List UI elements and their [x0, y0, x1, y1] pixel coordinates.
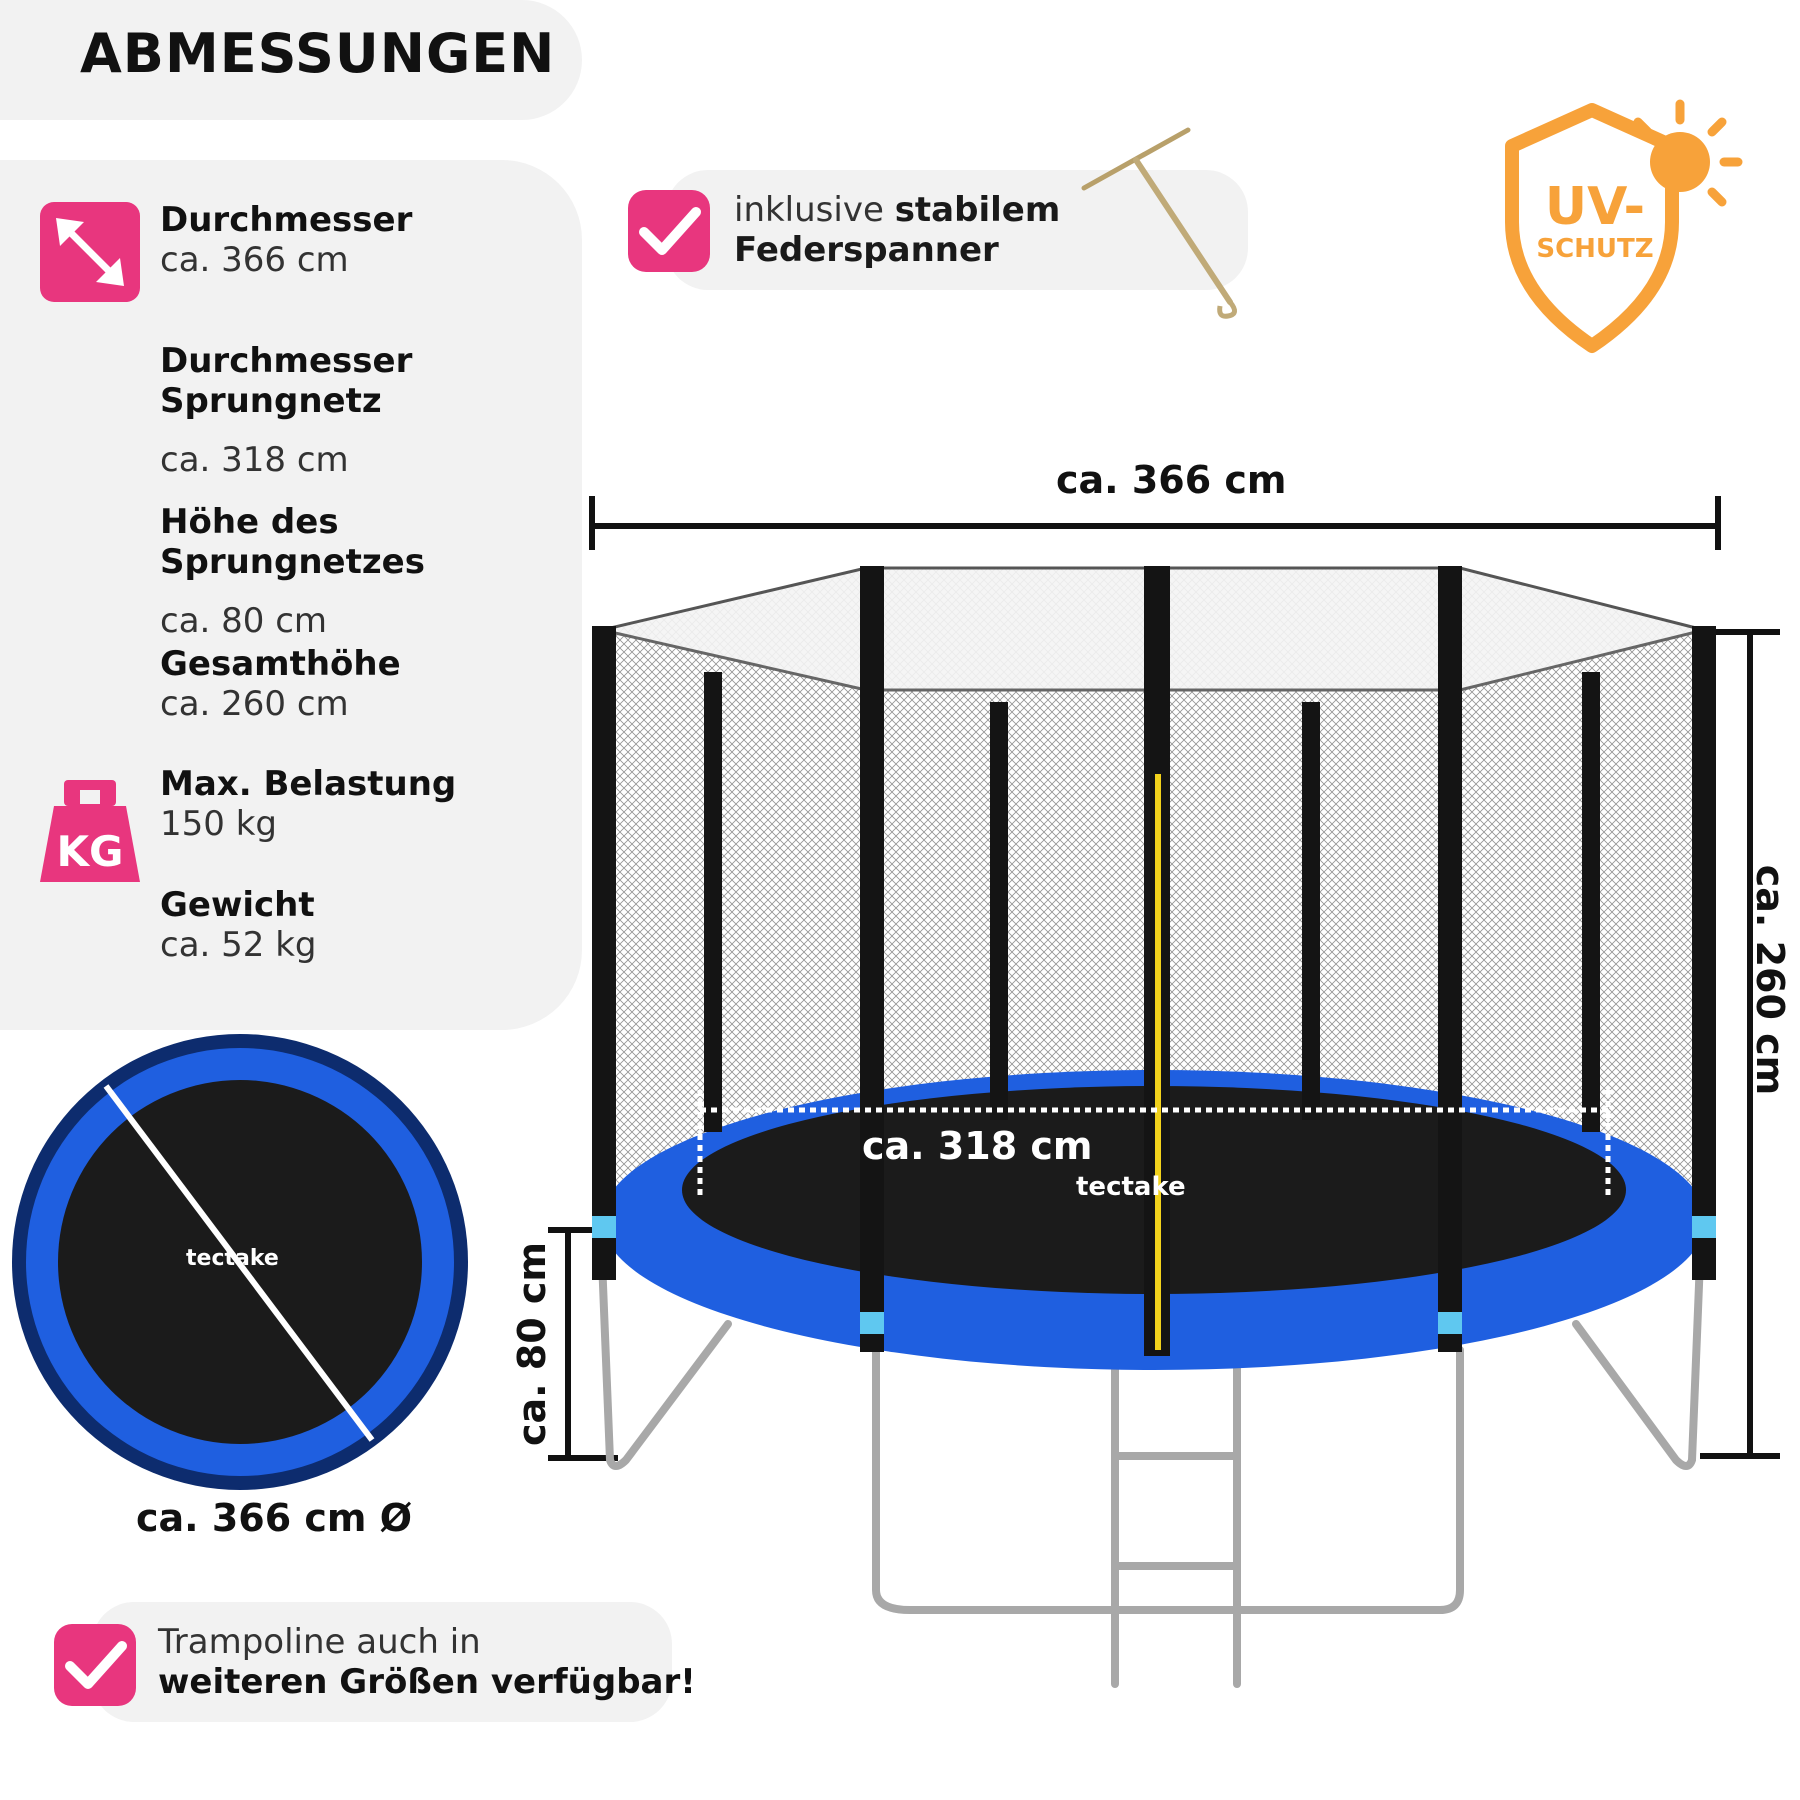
spec-item-weight: Gewicht ca. 52 kg: [160, 885, 317, 965]
diameter-arrow-icon: [40, 202, 140, 302]
spec-value: ca. 80 cm: [160, 601, 328, 641]
page-title: ABMESSUNGEN: [80, 22, 556, 85]
spec-value: ca. 318 cm: [160, 440, 349, 480]
spec-panel: [0, 160, 582, 1030]
checkmark-icon: [628, 190, 710, 272]
uv-badge-line1: UV-: [1544, 177, 1646, 237]
sizes-note-line1: Trampoline auch in: [158, 1622, 481, 1662]
spec-label: Gewicht: [160, 885, 315, 925]
checkmark-icon: [54, 1624, 136, 1706]
spec-item-max-load: Max. Belastung 150 kg: [160, 764, 456, 844]
spec-label: Max. Belastung: [160, 764, 457, 804]
uv-protection-shield-icon: [1505, 99, 1743, 353]
spec-label: Durchmesser: [160, 200, 413, 240]
mat-diameter-label: ca. 318 cm: [862, 1124, 1093, 1168]
spec-item-total-height: Gesamthöhe ca. 260 cm: [160, 644, 401, 724]
spanner-note-text: inklusive stabilem Federspanner: [734, 190, 1060, 270]
spec-label: Gesamthöhe: [160, 644, 401, 684]
spanner-note-bold-2: Federspanner: [734, 230, 999, 270]
spec-item-diameter: Durchmesser ca. 366 cm: [160, 200, 412, 280]
trampoline-illustration: [592, 566, 1716, 1688]
svg-text:KG: KG: [56, 827, 123, 876]
total-height-dimension-label: ca. 260 cm: [1748, 864, 1792, 1096]
spanner-note-bold: stabilem: [894, 190, 1061, 230]
uv-badge-line2: SCHUTZ: [1536, 234, 1654, 264]
spec-value: ca. 52 kg: [160, 925, 317, 965]
sizes-note-line2: weiteren Größen verfügbar!: [158, 1662, 696, 1702]
spec-label: Höhe des Sprungnetzes: [160, 502, 425, 582]
spring-puller-tool-icon: [1081, 127, 1237, 319]
spec-value: ca. 260 cm: [160, 684, 349, 724]
sizes-note-pill: [92, 1602, 672, 1722]
width-dimension-label: ca. 366 cm: [1056, 458, 1287, 502]
sizes-note-text: Trampoline auch in weiteren Größen verfü…: [158, 1622, 696, 1702]
leg-height-dimension-label: ca. 80 cm: [510, 1241, 554, 1447]
title-panel: [0, 0, 582, 120]
spec-value: ca. 366 cm: [160, 240, 349, 280]
spec-item-net-diameter: Durchmesser Sprungnetz ca. 318 cm: [160, 322, 412, 499]
trampoline-top-view: [12, 1034, 468, 1490]
width-dimension-line: [589, 496, 1721, 550]
spanner-note-pill: [666, 170, 1248, 290]
spec-item-net-height: Höhe des Sprungnetzes ca. 80 cm: [160, 483, 425, 660]
spec-value: 150 kg: [160, 804, 277, 844]
top-view-diameter-label: ca. 366 cm Ø: [136, 1496, 413, 1540]
uv-badge-text: UV- SCHUTZ: [1530, 180, 1660, 264]
kg-weight-icon: KG: [40, 780, 140, 882]
spec-label: Durchmesser Sprungnetz: [160, 341, 413, 421]
spanner-note-light: inklusive: [734, 190, 895, 230]
brand-logo-mat: tectake: [1076, 1172, 1186, 1202]
brand-logo-top-view: tectake: [186, 1246, 279, 1271]
